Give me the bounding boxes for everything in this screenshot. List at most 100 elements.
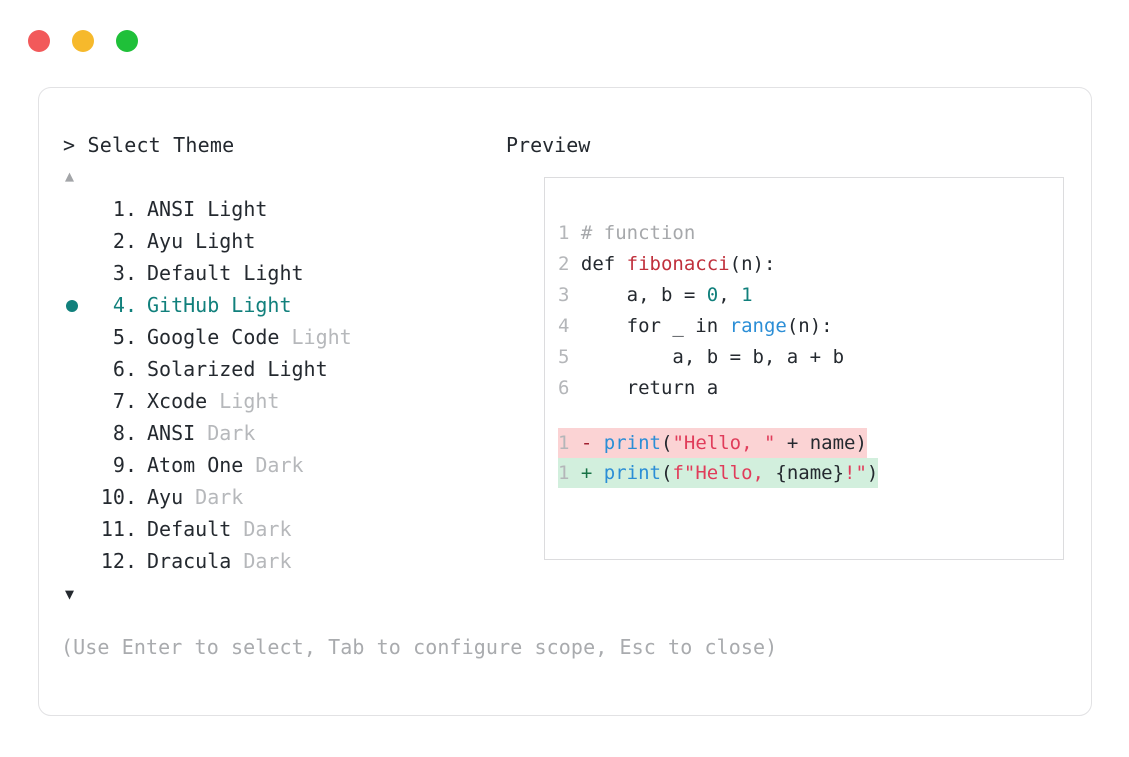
diff-line-number: 1 bbox=[558, 432, 570, 454]
selection-bullet-cell bbox=[63, 290, 89, 322]
theme-name: GitHub bbox=[147, 293, 220, 317]
theme-index: 10. bbox=[100, 485, 137, 509]
code-line: 5 a, b = b, a + b bbox=[558, 342, 878, 373]
theme-index: 12. bbox=[100, 549, 137, 573]
code-token: , bbox=[718, 284, 742, 306]
theme-list[interactable]: 1. ANSI Light 2. Ayu Light 3. Default Light… bbox=[63, 193, 533, 577]
code-token: # function bbox=[580, 222, 696, 244]
theme-list-item[interactable]: 1. ANSI Light bbox=[63, 193, 533, 225]
theme-name: Google Code bbox=[147, 325, 280, 349]
selection-bullet-cell bbox=[63, 354, 89, 386]
theme-name: Atom One bbox=[147, 453, 244, 477]
code-token: ( bbox=[660, 432, 673, 454]
diff-line-row: 1 - print("Hello, " + name) bbox=[558, 428, 878, 458]
code-line: 6 return a bbox=[558, 373, 878, 404]
code-token: print bbox=[603, 432, 661, 454]
preview-header: Preview bbox=[506, 132, 590, 158]
theme-variant-label: Light bbox=[231, 261, 304, 285]
theme-list-item[interactable]: 12. Dracula Dark bbox=[63, 545, 533, 577]
selection-bullet-cell bbox=[63, 322, 89, 354]
code-token: !" bbox=[844, 462, 867, 484]
theme-name: ANSI bbox=[147, 421, 196, 445]
scroll-up-arrow-icon[interactable]: ▲ bbox=[65, 167, 75, 185]
prompt-label: > Select Theme bbox=[63, 133, 235, 157]
code-gutter-space bbox=[569, 253, 580, 275]
theme-variant-label: Light bbox=[255, 357, 328, 381]
theme-variant-label: Dark bbox=[231, 549, 292, 573]
theme-name: ANSI bbox=[147, 197, 196, 221]
diff-line-row: 1 + print(f"Hello, {name}!") bbox=[558, 458, 879, 488]
maximize-window-button[interactable] bbox=[116, 30, 138, 52]
theme-index: 9. bbox=[100, 453, 137, 477]
theme-list-item[interactable]: 9.Atom One Dark bbox=[63, 449, 533, 481]
minimize-window-button[interactable] bbox=[72, 30, 94, 52]
theme-index: 6. bbox=[100, 357, 137, 381]
selection-bullet-cell bbox=[63, 258, 89, 290]
code-token: + name bbox=[775, 432, 856, 454]
keyboard-hint-text: (Use Enter to select, Tab to configure s… bbox=[61, 635, 778, 659]
theme-variant-label: Dark bbox=[195, 421, 256, 445]
theme-index: 2. bbox=[100, 229, 137, 253]
code-token: (n): bbox=[729, 253, 776, 275]
theme-list-item[interactable]: 5.Google Code Light bbox=[63, 321, 533, 353]
theme-variant-label: Light bbox=[207, 389, 280, 413]
diff-marker: - bbox=[569, 432, 604, 454]
theme-variant-label: Dark bbox=[183, 485, 244, 509]
selection-bullet-cell bbox=[63, 482, 89, 514]
code-token: return a bbox=[580, 377, 719, 399]
theme-index: 7. bbox=[100, 389, 137, 413]
theme-name: Default bbox=[147, 261, 232, 285]
diff-removed-line: 1 - print("Hello, " + name) bbox=[558, 428, 867, 458]
code-token: ) bbox=[855, 432, 867, 454]
theme-list-item[interactable]: 10.Ayu Dark bbox=[63, 481, 533, 513]
theme-list-item[interactable]: 11.Default Dark bbox=[63, 513, 533, 545]
code-token: (n): bbox=[786, 315, 833, 337]
selection-bullet-cell bbox=[63, 450, 89, 482]
diff-added-line: 1 + print(f"Hello, {name}!") bbox=[558, 458, 879, 488]
code-line-number: 2 bbox=[558, 253, 570, 275]
theme-list-item[interactable]: 7.Xcode Light bbox=[63, 385, 533, 417]
theme-index: 8. bbox=[100, 421, 137, 445]
theme-list-item[interactable]: 4.GitHub Light bbox=[63, 289, 533, 321]
theme-name: Dracula bbox=[147, 549, 232, 573]
code-blank-line bbox=[558, 404, 878, 428]
code-line: 3 a, b = 0, 1 bbox=[558, 280, 878, 311]
theme-list-item[interactable]: 2. Ayu Light bbox=[63, 225, 533, 257]
theme-list-item[interactable]: 8. ANSI Dark bbox=[63, 417, 533, 449]
code-token: def bbox=[580, 253, 627, 275]
selection-bullet-cell bbox=[63, 226, 89, 258]
theme-variant-label: Light bbox=[279, 325, 352, 349]
theme-variant-label: Dark bbox=[231, 517, 292, 541]
code-line-number: 1 bbox=[558, 222, 570, 244]
theme-index: 1. bbox=[100, 197, 137, 221]
code-token: 1 bbox=[741, 284, 753, 306]
code-gutter-space bbox=[569, 284, 580, 306]
theme-name: Solarized bbox=[147, 357, 256, 381]
code-token: for _ in bbox=[580, 315, 730, 337]
code-line-number: 5 bbox=[558, 346, 570, 368]
diff-marker: + bbox=[569, 462, 604, 484]
theme-variant-label: Light bbox=[183, 229, 256, 253]
theme-picker-card: > Select Theme ▲ 1. ANSI Light 2. Ayu Ligh… bbox=[38, 87, 1092, 716]
code-gutter-space bbox=[569, 346, 580, 368]
scroll-down-arrow-icon[interactable]: ▼ bbox=[65, 585, 75, 603]
close-window-button[interactable] bbox=[28, 30, 50, 52]
theme-list-item[interactable]: 6. Solarized Light bbox=[63, 353, 533, 385]
code-token: a, b = bbox=[580, 284, 707, 306]
theme-name: Ayu bbox=[147, 229, 184, 253]
code-token: a, b = b, a + b bbox=[580, 346, 845, 368]
selection-bullet-cell bbox=[63, 386, 89, 418]
selection-bullet-cell bbox=[63, 514, 89, 546]
code-gutter-space bbox=[569, 222, 580, 244]
code-token: 0 bbox=[706, 284, 719, 306]
theme-variant-label: Light bbox=[195, 197, 268, 221]
theme-list-item[interactable]: 3. Default Light bbox=[63, 257, 533, 289]
selection-bullet-cell bbox=[63, 546, 89, 578]
theme-name: Default bbox=[147, 517, 232, 541]
theme-index: 3. bbox=[100, 261, 137, 285]
window-traffic-lights bbox=[28, 30, 138, 52]
code-line-number: 3 bbox=[558, 284, 570, 306]
theme-selector-panel: > Select Theme ▲ 1. ANSI Light 2. Ayu Ligh… bbox=[63, 132, 533, 605]
